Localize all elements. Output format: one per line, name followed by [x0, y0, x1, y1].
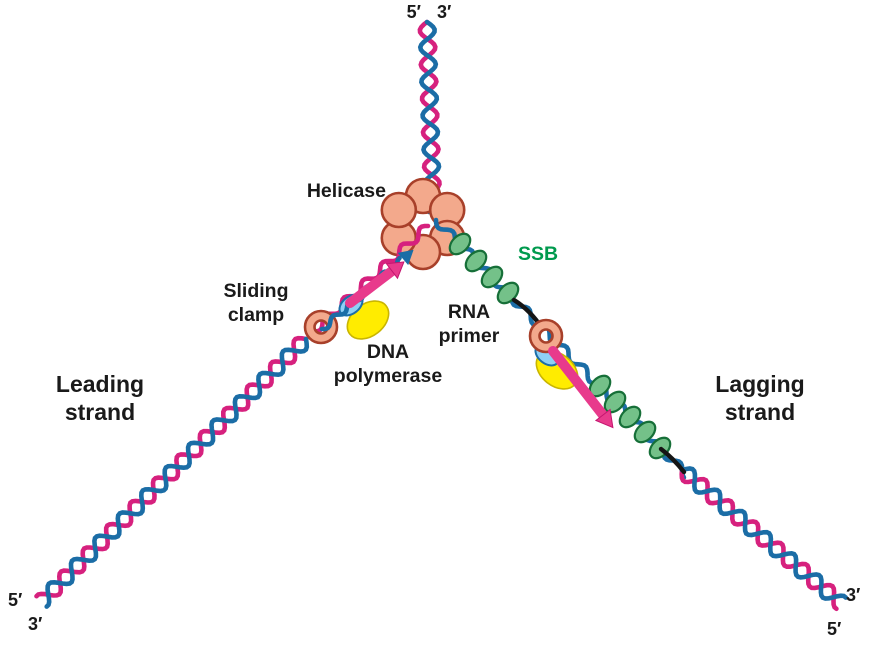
bottom-left-5-prime-label: 5′	[8, 590, 22, 610]
dna-polymerase-label-line2: polymerase	[334, 365, 443, 387]
lagging-strand-label-line2: strand	[725, 399, 795, 425]
ssb-protein	[633, 420, 657, 444]
lagging-direction-arrowhead-icon	[594, 408, 614, 429]
left-helix-blue-strand	[44, 336, 310, 609]
ssb-protein	[448, 232, 472, 256]
ssb-protein	[603, 390, 627, 414]
top-helix-pink-strand	[417, 19, 442, 215]
helicase-protein	[380, 177, 466, 271]
sliding-clamp-lagging	[528, 318, 564, 354]
lagging-direction-arrow-icon	[548, 346, 608, 420]
helicase-label: Helicase	[307, 180, 386, 202]
dna-polymerase-label-line1: DNA	[367, 341, 409, 363]
right-helix-blue-strand	[679, 466, 849, 601]
sliding-clamp-label-line1: Sliding	[224, 280, 289, 302]
leading-strand-arrowhead-icon	[397, 249, 414, 266]
rna-primer-lower	[658, 446, 687, 475]
rna-primer-label-line2: primer	[439, 325, 500, 347]
top-5-prime-label: 5′	[407, 2, 421, 22]
ssb-protein	[464, 249, 488, 273]
leading-strand-duplex	[34, 335, 310, 609]
leading-polymerase-complex	[303, 249, 414, 345]
leading-direction-arrowhead-icon	[385, 261, 405, 280]
left-helix-pink-strand	[34, 335, 309, 599]
helicase-subunit	[380, 191, 418, 229]
ssb-protein	[480, 265, 504, 289]
right-helix-pink-strand	[679, 467, 839, 612]
top-3-prime-label: 3′	[437, 2, 451, 22]
ssb-label: SSB	[518, 243, 558, 265]
leading-direction-arrow-icon	[345, 266, 397, 308]
rna-primer-label-line1: RNA	[448, 301, 490, 323]
leading-strand-label-line1: Leading	[56, 371, 144, 397]
lagging-polymerase-complex	[528, 318, 614, 429]
lagging-strand-duplex	[679, 466, 849, 612]
bottom-right-3-prime-label: 3′	[846, 585, 860, 605]
bottom-left-3-prime-label: 3′	[28, 614, 42, 634]
diagram-labels: 5′ 3′ Helicase SSB Sliding clamp DNA pol…	[8, 2, 860, 639]
sliding-clamp-label-line2: clamp	[228, 304, 284, 326]
bottom-right-5-prime-label: 5′	[827, 619, 841, 639]
leading-strand-label-line2: strand	[65, 399, 135, 425]
lagging-strand-label-line1: Lagging	[715, 371, 804, 397]
ssb-protein	[618, 405, 642, 429]
